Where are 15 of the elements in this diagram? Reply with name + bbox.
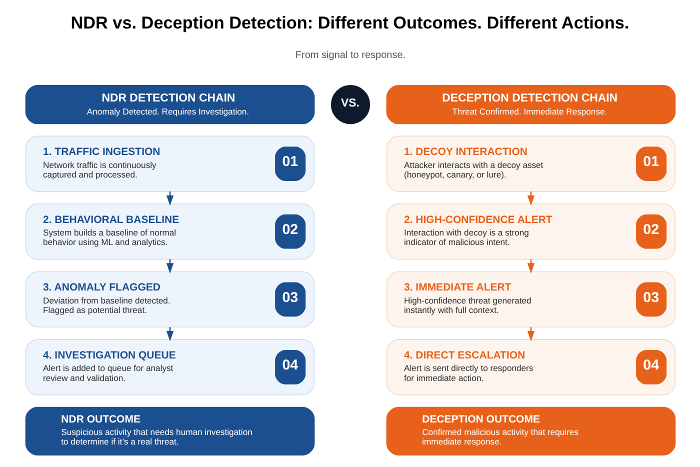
node-circle: VS. [330,85,370,124]
node-box: DECEPTION DETECTION CHAIN Threat Confirmed. Immediate Response. [386,85,676,124]
node-box: 1. DECOY INTERACTION Attacker interacts with a decoy asset (honeypot, canary, or lure). 01 [386,136,676,192]
node-box: NDR OUTCOME Suspicious activity that needs human investigation to determine if it’s a real threat. [24,406,314,456]
label: From signal to response. [294,50,406,62]
node-box: 3. ANOMALY FLAGGED Deviation from baseline detected. Flagged as potential threat. 03 [24,271,314,328]
node-box: 3. IMMEDIATE ALERT High-confidence threat generated instantly with full context. 03 [386,271,676,328]
node-box: 4. INVESTIGATION QUEUE Alert is added to queue for analyst review and validation. 04 [24,339,314,396]
node-box: 4. DIRECT ESCALATION Alert is sent directly to responders for immediate action. 04 [386,339,676,396]
diagram-title: NDR vs. Deception Detection: Different Outcomes. Different Actions. [70,12,629,33]
node-box: NDR DETECTION CHAIN Anomaly Detected. Requires Investigation. [24,85,314,124]
node-box: 2. HIGH-CONFIDENCE ALERT Interaction with decoy is a strong indicator of malicious intent. 02 [386,203,676,260]
node-box: DECEPTION OUTCOME Confirmed malicious activity that requires immediate response. [386,406,676,456]
node-box: 1. TRAFFIC INGESTION Network traffic is continuously captured and processed. 01 [24,136,314,192]
node-box: 2. BEHAVIORAL BASELINE System builds a baseline of normal behavior using ML and analytics. 02 [24,203,314,260]
